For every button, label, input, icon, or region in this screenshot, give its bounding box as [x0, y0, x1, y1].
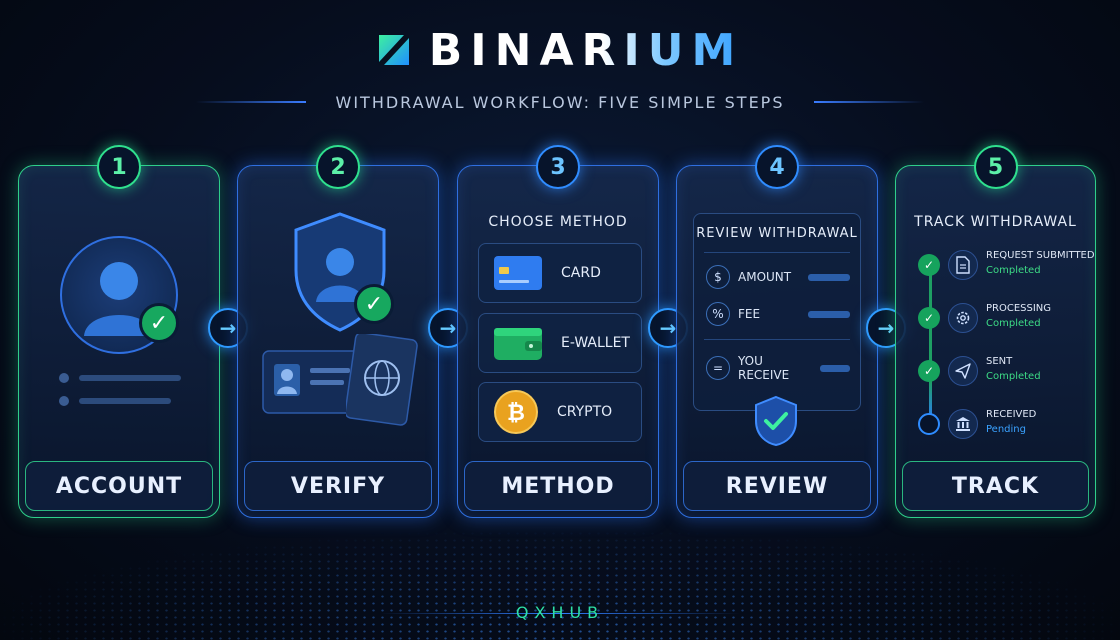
id-card-icon [262, 350, 362, 414]
credit-card-icon [494, 256, 542, 290]
subtitle-divider-left [195, 101, 306, 103]
user-icon [84, 262, 154, 336]
review-row-label: AMOUNT [738, 270, 792, 284]
progress-line-pending [929, 381, 932, 423]
value-placeholder-bar [808, 273, 850, 281]
value-placeholder-bar [808, 310, 850, 318]
divider [704, 252, 850, 253]
track-title: TRACK WITHDRAWAL [914, 214, 1077, 230]
track-step-name: PROCESSING [986, 303, 1052, 314]
equals-icon: = [706, 356, 730, 380]
method-option-label: CARD [561, 265, 601, 281]
review-row-label: FEE [738, 307, 761, 321]
check-icon: ✓ [918, 254, 940, 276]
shield-check-icon [755, 395, 797, 447]
review-title: REVIEW WITHDRAWAL [696, 226, 858, 241]
account-avatar [60, 236, 178, 354]
subtitle-divider-right [814, 101, 925, 103]
track-step-status: Completed [986, 318, 1041, 329]
track-step-request-submitted: ✓ REQUEST SUBMITTED Completed [918, 250, 1095, 280]
track-step-sent: ✓ SENT Completed [918, 356, 1041, 386]
bullet-dot [59, 396, 69, 406]
check-icon: ✓ [139, 303, 179, 343]
step-number-badge: 4 [755, 145, 799, 189]
brand-name: BINARIUM [428, 24, 744, 76]
divider [704, 339, 850, 340]
track-step-name: RECEIVED [986, 409, 1037, 420]
placeholder-bar [79, 398, 171, 404]
step-card-review: 4 REVIEW WITHDRAWAL $ AMOUNT % FEE = YOU… [676, 145, 878, 518]
step-label-review: REVIEW [683, 461, 871, 511]
method-option-e-wallet[interactable]: E-WALLET [478, 313, 642, 373]
step-number-badge: 5 [973, 145, 1018, 189]
step-label-track: TRACK [902, 461, 1089, 511]
method-title: CHOOSE METHOD [488, 214, 628, 230]
check-icon: ✓ [918, 307, 940, 329]
review-row-amount: $ AMOUNT [706, 265, 850, 289]
step-number-badge: 3 [536, 145, 580, 189]
subtitle-row: WITHDRAWAL WORKFLOW: FIVE SIMPLE STEPS [0, 90, 1120, 114]
method-option-crypto[interactable]: ₿ CRYPTO [478, 382, 642, 442]
review-panel: REVIEW WITHDRAWAL $ AMOUNT % FEE = YOU R… [693, 213, 861, 411]
step-label-account: ACCOUNT [25, 461, 213, 511]
svg-text:₿: ₿ [507, 401, 525, 426]
passport-icon [346, 334, 418, 426]
step-number-badge: 2 [316, 145, 360, 189]
paper-plane-icon [948, 356, 978, 386]
binarium-logo-icon [378, 35, 409, 65]
gear-icon [948, 303, 978, 333]
step-card-track: 5 TRACK WITHDRAWAL ✓ REQUEST SUBMITTED C… [895, 145, 1096, 518]
document-icon [948, 250, 978, 280]
info-line [59, 396, 171, 406]
dotted-floor-decoration [0, 530, 1120, 640]
check-icon: ✓ [918, 360, 940, 382]
method-option-card[interactable]: CARD [478, 243, 642, 303]
step-label-verify: VERIFY [244, 461, 432, 511]
track-step-name: REQUEST SUBMITTED [986, 250, 1095, 261]
track-step-name: SENT [986, 356, 1013, 367]
progress-line [929, 269, 932, 427]
track-step-status: Pending [986, 424, 1026, 435]
placeholder-bar [79, 375, 181, 381]
value-placeholder-bar [820, 364, 850, 372]
track-step-status: Completed [986, 371, 1041, 382]
wallet-icon [494, 328, 542, 360]
review-row-fee: % FEE [706, 302, 850, 326]
track-step-status: Completed [986, 265, 1041, 276]
track-step-received: RECEIVED Pending [918, 409, 1036, 439]
info-line [59, 373, 181, 383]
track-step-processing: ✓ PROCESSING Completed [918, 303, 1051, 333]
step-card-verify: 2 ✓ VERIFY [237, 145, 439, 518]
method-option-label: E-WALLET [561, 335, 630, 351]
review-row-label: YOU RECEIVE [738, 354, 790, 382]
step-card-method: 3 CHOOSE METHOD CARD E-WALLET ₿ CRYPTO M… [457, 145, 659, 518]
bitcoin-icon: ₿ [494, 390, 538, 434]
brand-header: BINARIUM [0, 24, 1120, 76]
pending-circle-icon [918, 413, 940, 435]
review-row-you-receive: = YOU RECEIVE [706, 354, 850, 382]
dollar-icon: $ [706, 265, 730, 289]
page-subtitle: WITHDRAWAL WORKFLOW: FIVE SIMPLE STEPS [335, 92, 785, 112]
footer-brand: QXHUB [515, 603, 605, 622]
step-label-method: METHOD [464, 461, 652, 511]
check-icon: ✓ [354, 284, 394, 324]
percent-icon: % [706, 302, 730, 326]
bullet-dot [59, 373, 69, 383]
step-number-badge: 1 [97, 145, 141, 189]
step-card-account: 1 ✓ ACCOUNT [18, 145, 220, 518]
method-option-label: CRYPTO [557, 404, 613, 420]
footer-glow-line [380, 613, 740, 614]
bank-icon [948, 409, 978, 439]
